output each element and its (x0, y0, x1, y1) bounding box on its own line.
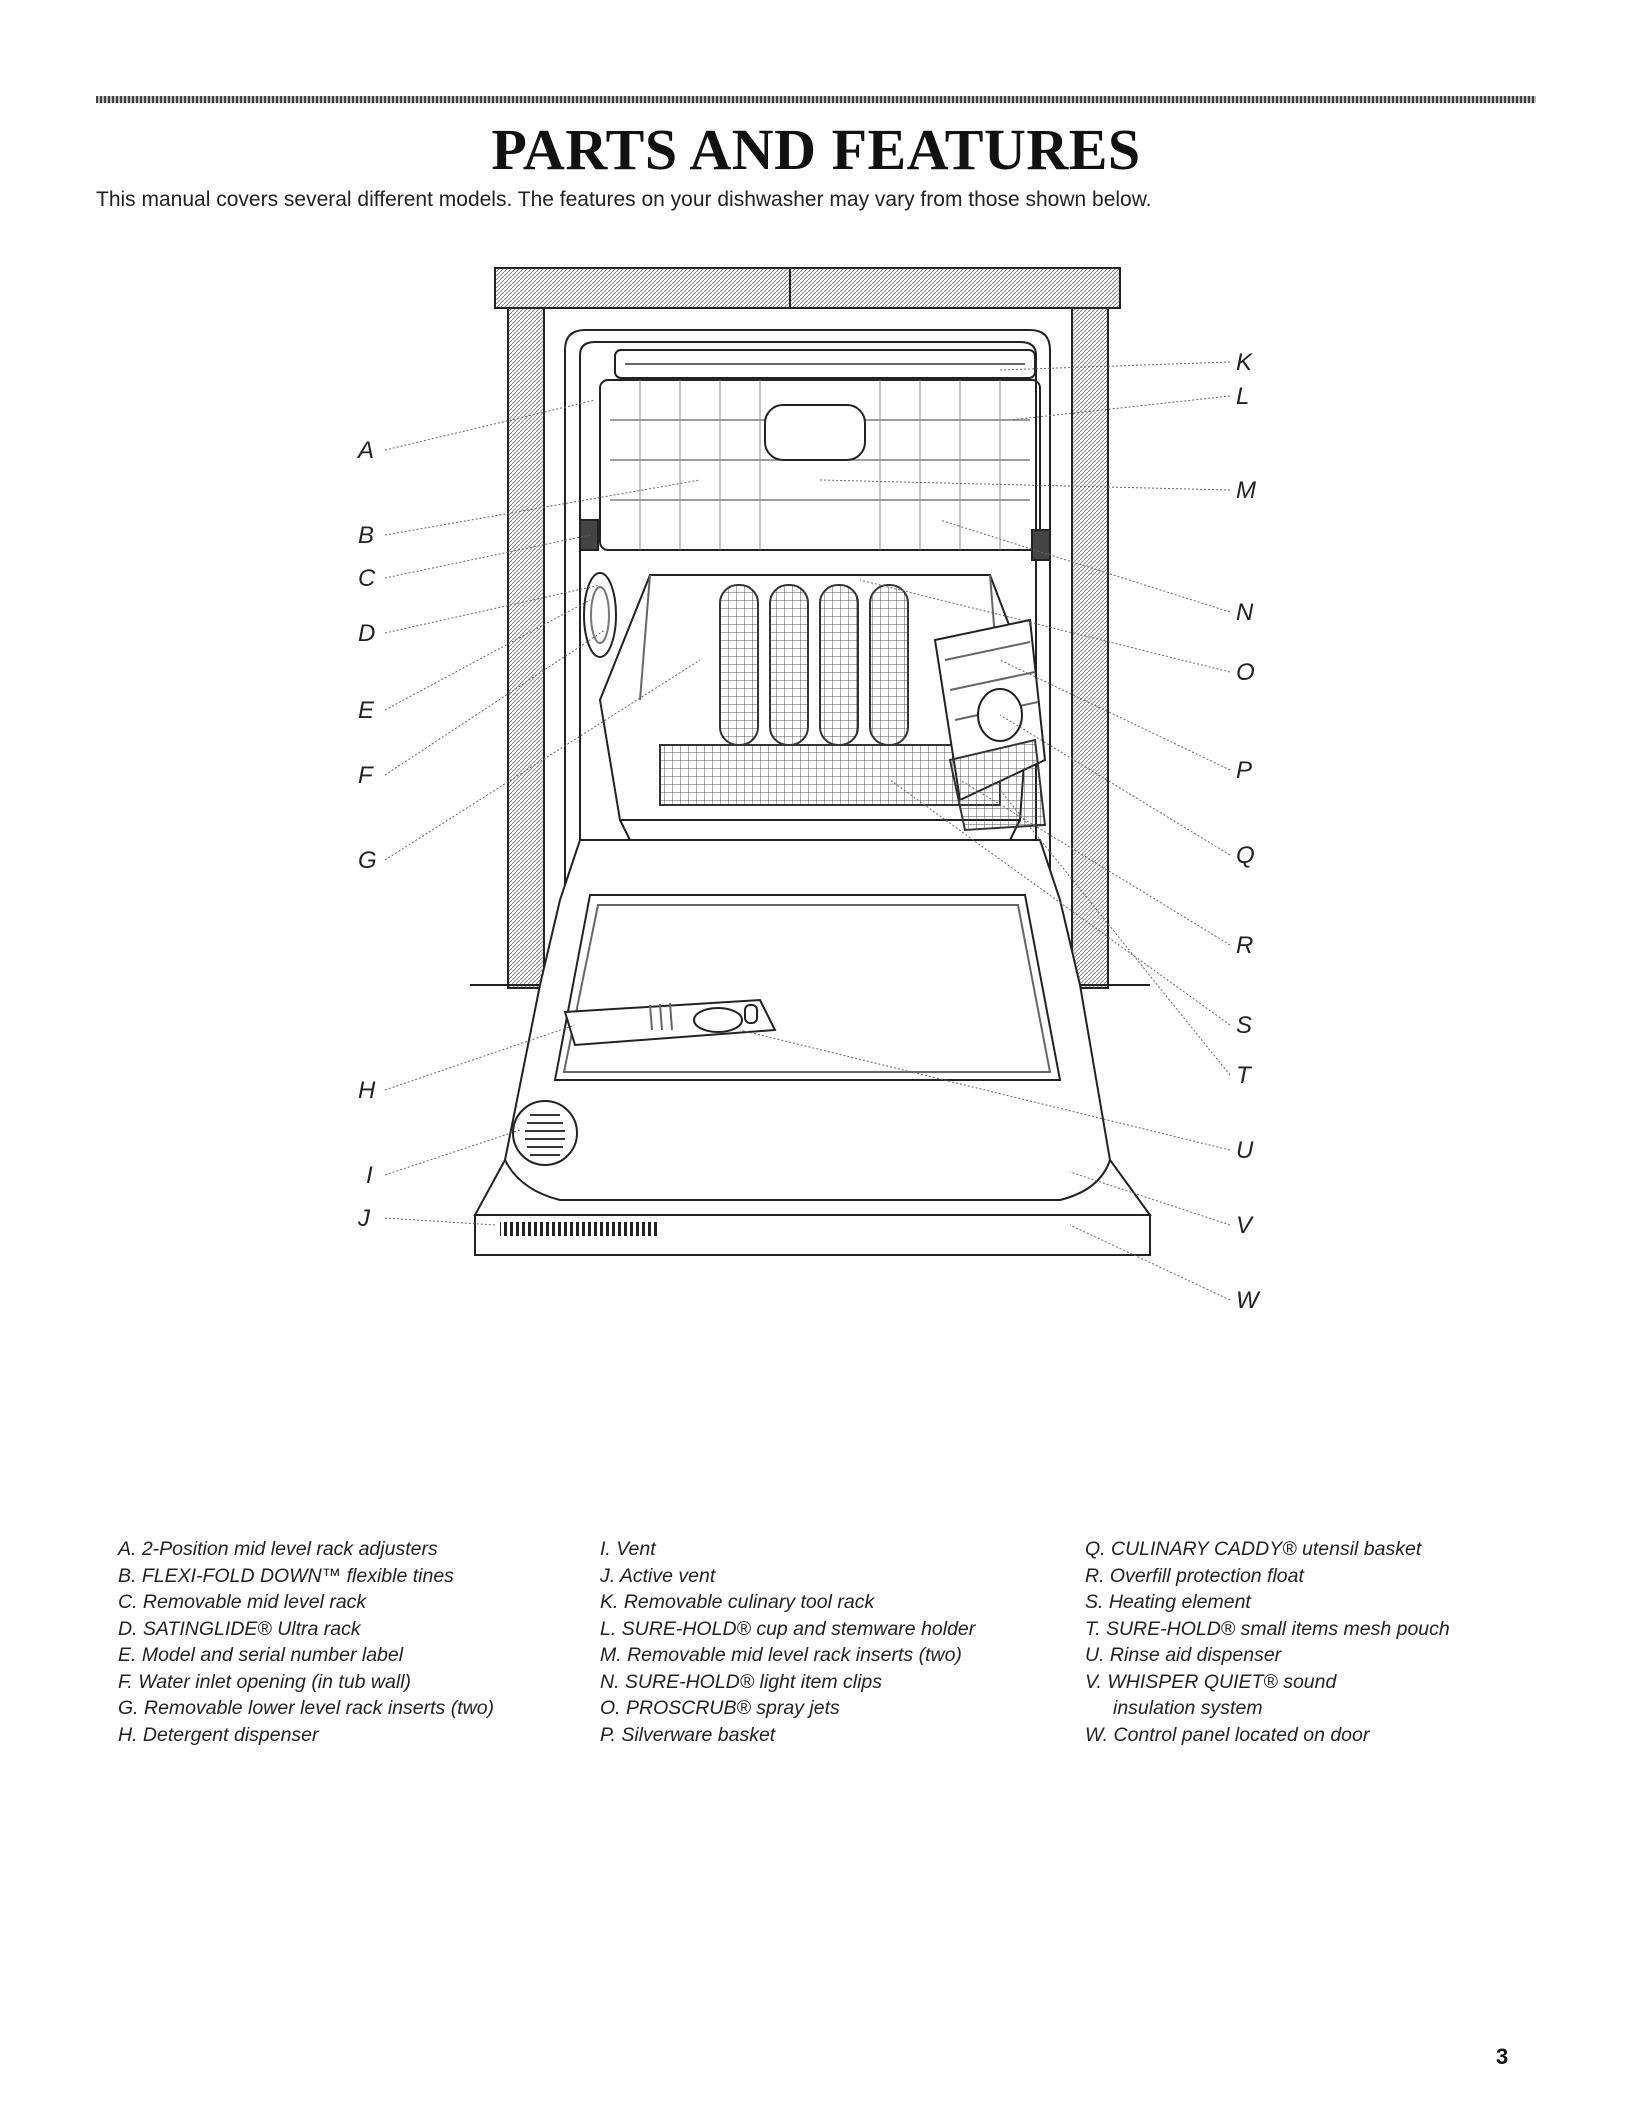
plate (819, 584, 859, 746)
legend-item: J. Active vent (600, 1564, 716, 1587)
callout-u: U (1236, 1137, 1254, 1164)
culinary-tool-rack (614, 349, 1036, 379)
page-number: 3 (1496, 2044, 1509, 2069)
mid-level-rack (599, 379, 1041, 551)
callout-m: M (1236, 477, 1256, 504)
legend-column-2: I. Vent J. Active vent K. Removable culi… (600, 1536, 975, 1748)
active-vent (500, 1222, 660, 1236)
legend-item: R. Overfill protection float (1085, 1564, 1304, 1587)
callout-f: F (358, 762, 374, 789)
legend-column-1: A. 2-Position mid level rack adjusters B… (118, 1536, 494, 1748)
legend-item: V. WHISPER QUIET® sound (1085, 1670, 1337, 1693)
callout-o: O (1236, 659, 1255, 686)
left-side-panel (507, 307, 545, 989)
callout-b: B (358, 522, 374, 549)
legend-item: W. Control panel located on door (1085, 1723, 1370, 1746)
callout-e: E (358, 697, 375, 724)
center-holder (764, 404, 866, 461)
legend-item: K. Removable culinary tool rack (600, 1591, 875, 1613)
callout-d: D (358, 620, 375, 647)
callout-q: Q (1236, 842, 1255, 869)
legend-column-3: Q. CULINARY CADDY® utensil basket R. Ove… (1085, 1536, 1450, 1748)
legend-item: G. Removable lower level rack inserts (t… (118, 1697, 495, 1719)
callout-n: N (1236, 599, 1254, 626)
dishwasher-diagram: A B C D E F G H I J K L M N O P Q R S T … (356, 267, 1261, 1314)
callout-j: J (357, 1205, 371, 1232)
plate (769, 584, 809, 746)
top-rule (96, 96, 1536, 103)
legend-item: T. SURE-HOLD® small items mesh pouch (1085, 1617, 1450, 1640)
leader-lines (384, 361, 1231, 1301)
callout-w: W (1236, 1287, 1261, 1314)
legend-item: A. 2-Position mid level rack adjusters (118, 1538, 438, 1560)
legend-item: D. SATINGLIDE® Ultra rack (118, 1617, 361, 1640)
page-title: PARTS AND FEATURES (491, 117, 1141, 182)
legend-item: P. Silverware basket (600, 1723, 776, 1746)
callout-g: G (358, 847, 377, 874)
mesh-pouch (948, 738, 1047, 832)
legend-item: F. Water inlet opening (in tub wall) (118, 1670, 412, 1693)
vent (512, 1100, 578, 1166)
legend-item: O. PROSCRUB® spray jets (600, 1697, 840, 1719)
legend-item: M. Removable mid level rack inserts (two… (600, 1644, 962, 1666)
legend-item: N. SURE-HOLD® light item clips (600, 1670, 883, 1693)
legend-item: U. Rinse aid dispenser (1085, 1644, 1282, 1666)
water-inlet (583, 572, 617, 658)
callout-v: V (1236, 1212, 1254, 1239)
lower-rack-grid (659, 744, 1001, 806)
callout-labels: A B C D E F G H I J K L M N O P Q R S T … (356, 349, 1261, 1314)
intro-text: This manual covers several different mod… (96, 188, 1152, 211)
top-trim (494, 267, 1121, 309)
legend-item-continuation: insulation system (1113, 1697, 1263, 1719)
legend-item: E. Model and serial number label (118, 1644, 404, 1666)
callout-k: K (1236, 349, 1253, 376)
legend-item: C. Removable mid level rack (118, 1591, 367, 1613)
callout-r: R (1236, 932, 1253, 959)
dishwasher-illustration (470, 267, 1152, 1256)
rack-adjuster-right (1031, 529, 1051, 561)
legend-item: L. SURE-HOLD® cup and stemware holder (600, 1617, 976, 1640)
legend-item: Q. CULINARY CADDY® utensil basket (1085, 1538, 1422, 1560)
callout-l: L (1236, 383, 1249, 410)
tub (564, 329, 1051, 985)
plate (869, 584, 909, 746)
legend-item: I. Vent (600, 1538, 656, 1560)
legend-item: S. Heating element (1085, 1591, 1251, 1613)
callout-a: A (356, 437, 374, 464)
rinse-aid-cap (693, 1007, 743, 1033)
callout-i: I (366, 1162, 373, 1189)
callout-h: H (358, 1077, 376, 1104)
callout-s: S (1236, 1012, 1252, 1039)
legend-item: H. Detergent dispenser (118, 1723, 319, 1746)
callout-c: C (358, 565, 376, 592)
plate (719, 584, 759, 746)
right-side-panel (1071, 307, 1109, 989)
legend-item: B. FLEXI-FOLD DOWN™ flexible tines (118, 1564, 454, 1587)
callout-p: P (1236, 757, 1252, 784)
callout-t: T (1236, 1062, 1253, 1089)
